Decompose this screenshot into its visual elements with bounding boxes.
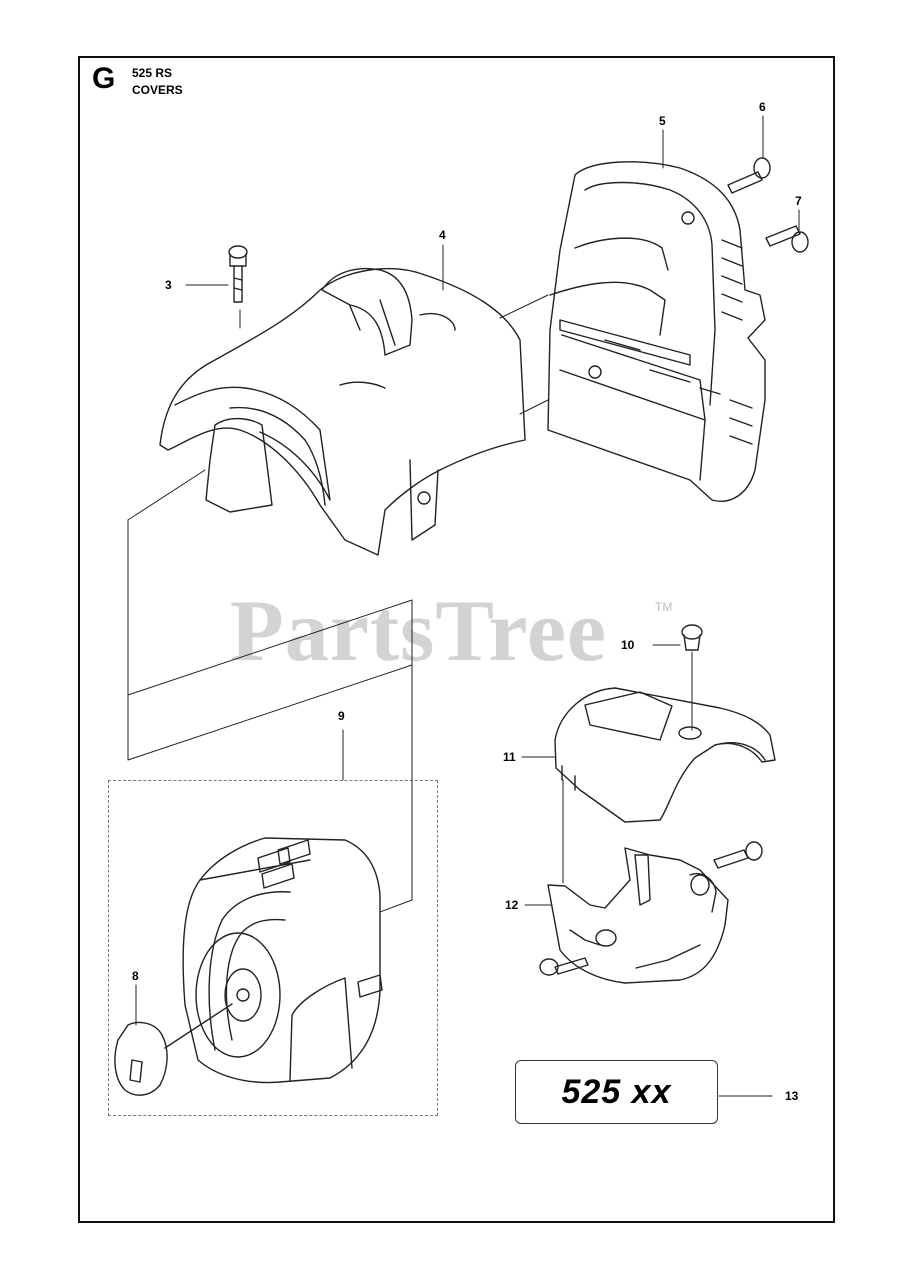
callout-10: 10 [621,638,635,652]
part-5-rear-cover [547,161,766,502]
part-12-screws [539,841,763,976]
part-6-screw [727,157,771,194]
callout-11: 11 [503,750,516,764]
part-11-upper-cover [554,687,776,823]
callout-8: 8 [132,969,139,983]
watermark: PartsTree [230,583,608,680]
kit-9-dashed-box [108,780,438,1116]
diagram-frame [78,56,835,1223]
section-letter: G [92,62,116,95]
callout-9: 9 [338,709,345,723]
part-9-cover-assembly [182,837,383,1084]
decal-part-13: 525 xx [515,1060,718,1124]
callout-4: 4 [439,228,446,242]
callout-6: 6 [759,100,766,114]
part-3-screw [228,245,248,303]
decal-text: 525 xx [561,1072,672,1111]
leader-lines-upper [127,115,800,913]
model-label: 525 RS [132,66,173,80]
part-7-screw [765,225,809,253]
callout-5: 5 [659,114,666,128]
callout-7: 7 [795,194,802,208]
callout-12: 12 [505,898,519,912]
part-4-cylinder-cover [159,267,526,556]
section-name: COVERS [132,83,183,97]
part-12-lower-cover [547,847,729,984]
leader-lines-lower [342,644,773,1097]
watermark-tm: TM [655,600,673,614]
part-8-knob [114,984,233,1096]
callout-13: 13 [785,1089,799,1103]
part-10-screw [681,624,703,731]
callout-3: 3 [165,278,172,292]
